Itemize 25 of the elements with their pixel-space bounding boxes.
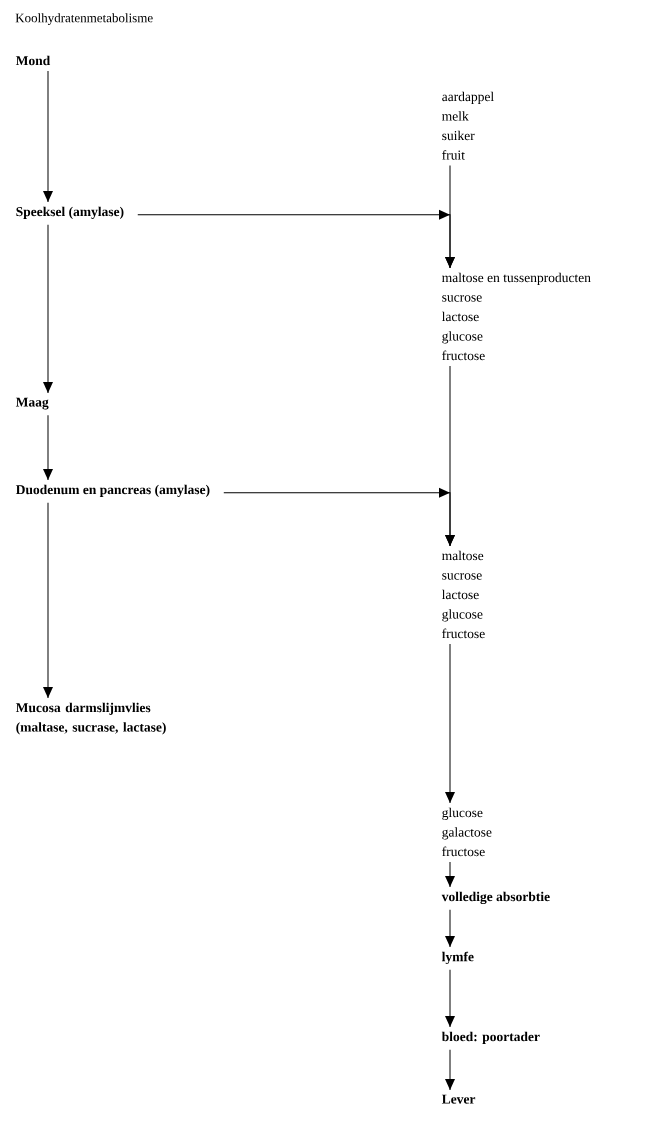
arrow xyxy=(445,1049,455,1091)
text-list: maltose en tussenproducten sucrose lactose glucose fructose xyxy=(441,272,591,361)
node-text: Duodenum en pancreas (amylase) xyxy=(15,484,210,497)
title: Koolhydratenmetabolisme xyxy=(15,13,153,25)
arrow xyxy=(445,643,455,804)
node-text: Mond xyxy=(15,55,51,66)
text-list: glucose galactose fructose xyxy=(442,807,492,857)
arrow xyxy=(445,861,455,888)
node-text: lymfe xyxy=(441,951,474,965)
arrow xyxy=(43,414,53,481)
node-text: Speeksel (amylase) xyxy=(16,206,124,219)
arrow xyxy=(43,502,53,699)
arrow xyxy=(43,70,53,203)
text-list: aardappel melk suiker fruit xyxy=(442,91,494,160)
arrow xyxy=(445,909,455,948)
arrow xyxy=(137,209,455,269)
node-text: bloed: poortader xyxy=(441,1031,540,1044)
node-text: Lever xyxy=(441,1094,476,1104)
node-text: Mucosa darmslijmvlies (maltase, sucrase, lactase) xyxy=(15,702,166,735)
arrow xyxy=(223,487,455,547)
arrow xyxy=(445,969,455,1028)
node-text: volledige absorbtie xyxy=(441,891,550,905)
arrow xyxy=(43,224,53,394)
text-list: maltose sucrose lactose glucose fructose xyxy=(441,550,485,639)
node-text: Maag xyxy=(15,397,49,410)
